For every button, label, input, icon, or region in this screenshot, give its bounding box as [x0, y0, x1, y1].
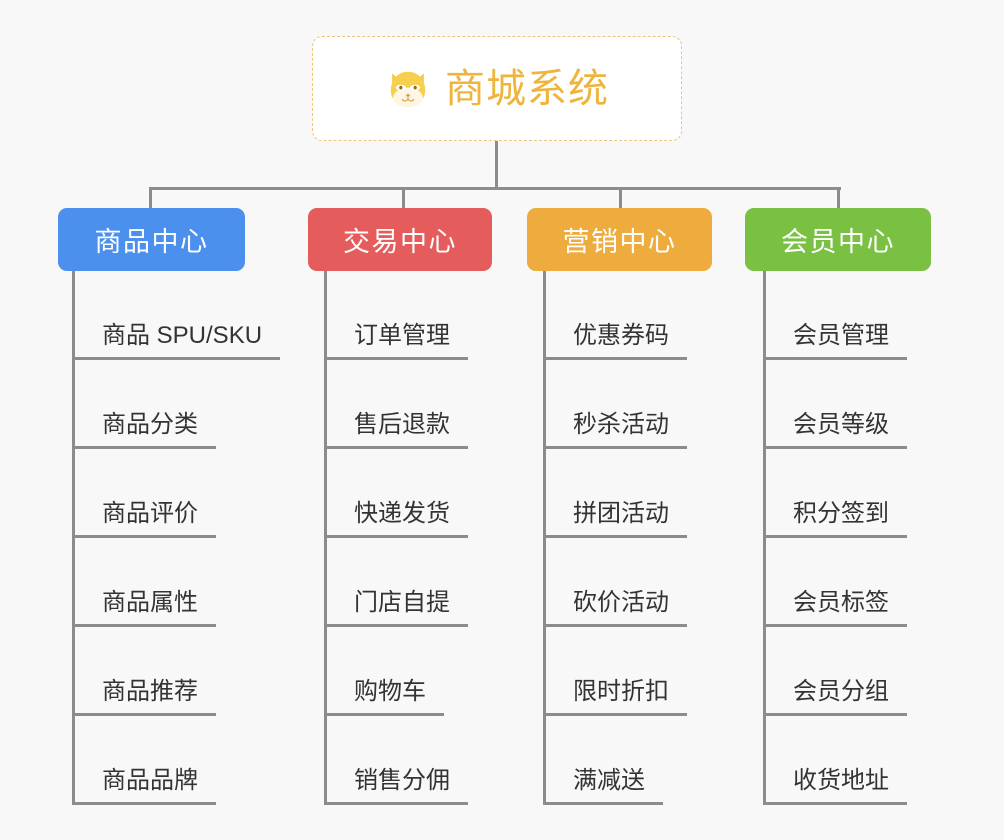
list-item[interactable]: 优惠券码 — [527, 271, 712, 360]
list-item[interactable]: 收货地址 — [745, 716, 931, 805]
list-item[interactable]: 会员标签 — [745, 538, 931, 627]
list-item[interactable]: 售后退款 — [308, 360, 492, 449]
leaf-spine-3 — [543, 271, 546, 805]
list-item[interactable]: 商品 SPU/SKU — [58, 271, 281, 360]
branch-column-4: 会员中心 会员管理 会员等级 积分签到 会员标签 会员分组 收货地址 — [745, 187, 931, 805]
branch-connector-4 — [837, 187, 840, 208]
leaf-label: 会员标签 — [763, 591, 907, 627]
branch-column-2: 交易中心 订单管理 售后退款 快递发货 门店自提 购物车 销售分佣 — [308, 187, 492, 805]
leaf-spine-1 — [72, 271, 75, 805]
leaf-label: 会员管理 — [763, 324, 907, 360]
list-item[interactable]: 积分签到 — [745, 449, 931, 538]
leaf-list-3: 优惠券码 秒杀活动 拼团活动 砍价活动 限时折扣 满减送 — [527, 271, 712, 805]
list-item[interactable]: 商品评价 — [58, 449, 280, 538]
leaf-label: 销售分佣 — [324, 769, 468, 805]
branch-connector-2 — [402, 187, 405, 208]
leaf-list-4: 会员管理 会员等级 积分签到 会员标签 会员分组 收货地址 — [745, 271, 931, 805]
leaf-label: 商品品牌 — [72, 769, 216, 805]
branch-connector-3 — [619, 187, 622, 208]
leaf-label: 商品 SPU/SKU — [72, 324, 281, 360]
leaf-label: 秒杀活动 — [543, 413, 687, 449]
leaf-label: 购物车 — [324, 680, 444, 716]
list-item[interactable]: 购物车 — [308, 627, 492, 716]
leaf-label: 商品属性 — [72, 591, 216, 627]
list-item[interactable]: 拼团活动 — [527, 449, 712, 538]
list-item[interactable]: 会员分组 — [745, 627, 931, 716]
list-item[interactable]: 商品推荐 — [58, 627, 280, 716]
branch-column-3: 营销中心 优惠券码 秒杀活动 拼团活动 砍价活动 限时折扣 满减送 — [527, 187, 712, 805]
leaf-spine-4 — [763, 271, 766, 805]
leaf-label: 售后退款 — [324, 413, 468, 449]
list-item[interactable]: 商品属性 — [58, 538, 280, 627]
leaf-label: 满减送 — [543, 769, 663, 805]
list-item[interactable]: 门店自提 — [308, 538, 492, 627]
list-item[interactable]: 砍价活动 — [527, 538, 712, 627]
root-connector-stem — [495, 141, 498, 189]
branch-connector-1 — [149, 187, 152, 208]
leaf-label: 订单管理 — [324, 324, 468, 360]
leaf-label: 拼团活动 — [543, 502, 687, 538]
branch-column-1: 商品中心 商品 SPU/SKU 商品分类 商品评价 商品属性 商品推荐 商品品牌 — [58, 187, 281, 805]
leaf-label: 优惠券码 — [543, 324, 687, 360]
list-item[interactable]: 商品分类 — [58, 360, 280, 449]
list-item[interactable]: 会员等级 — [745, 360, 931, 449]
list-item[interactable]: 订单管理 — [308, 271, 492, 360]
leaf-label: 砍价活动 — [543, 591, 687, 627]
list-item[interactable]: 秒杀活动 — [527, 360, 712, 449]
leaf-label: 商品评价 — [72, 502, 216, 538]
root-title: 商城系统 — [445, 66, 609, 111]
list-item[interactable]: 快递发货 — [308, 449, 492, 538]
branch-header-1[interactable]: 商品中心 — [58, 208, 245, 271]
leaf-label: 商品分类 — [72, 413, 216, 449]
leaf-label: 限时折扣 — [543, 680, 687, 716]
leaf-list-1: 商品 SPU/SKU 商品分类 商品评价 商品属性 商品推荐 商品品牌 — [58, 271, 281, 805]
branch-connector-bus — [150, 187, 841, 190]
list-item[interactable]: 销售分佣 — [308, 716, 492, 805]
leaf-label: 会员等级 — [763, 413, 907, 449]
leaf-label: 商品推荐 — [72, 680, 216, 716]
shiba-dog-face-icon — [390, 71, 426, 107]
leaf-label: 快递发货 — [324, 502, 468, 538]
leaf-spine-2 — [324, 271, 327, 805]
list-item[interactable]: 满减送 — [527, 716, 712, 805]
leaf-label: 门店自提 — [324, 591, 468, 627]
leaf-label: 会员分组 — [763, 680, 907, 716]
list-item[interactable]: 会员管理 — [745, 271, 931, 360]
list-item[interactable]: 商品品牌 — [58, 716, 280, 805]
branch-header-3[interactable]: 营销中心 — [527, 208, 712, 271]
branch-header-2[interactable]: 交易中心 — [308, 208, 492, 271]
root-node[interactable]: 商城系统 — [312, 36, 682, 141]
leaf-label: 收货地址 — [763, 769, 907, 805]
leaf-list-2: 订单管理 售后退款 快递发货 门店自提 购物车 销售分佣 — [308, 271, 492, 805]
list-item[interactable]: 限时折扣 — [527, 627, 712, 716]
branch-header-4[interactable]: 会员中心 — [745, 208, 931, 271]
leaf-label: 积分签到 — [763, 502, 907, 538]
